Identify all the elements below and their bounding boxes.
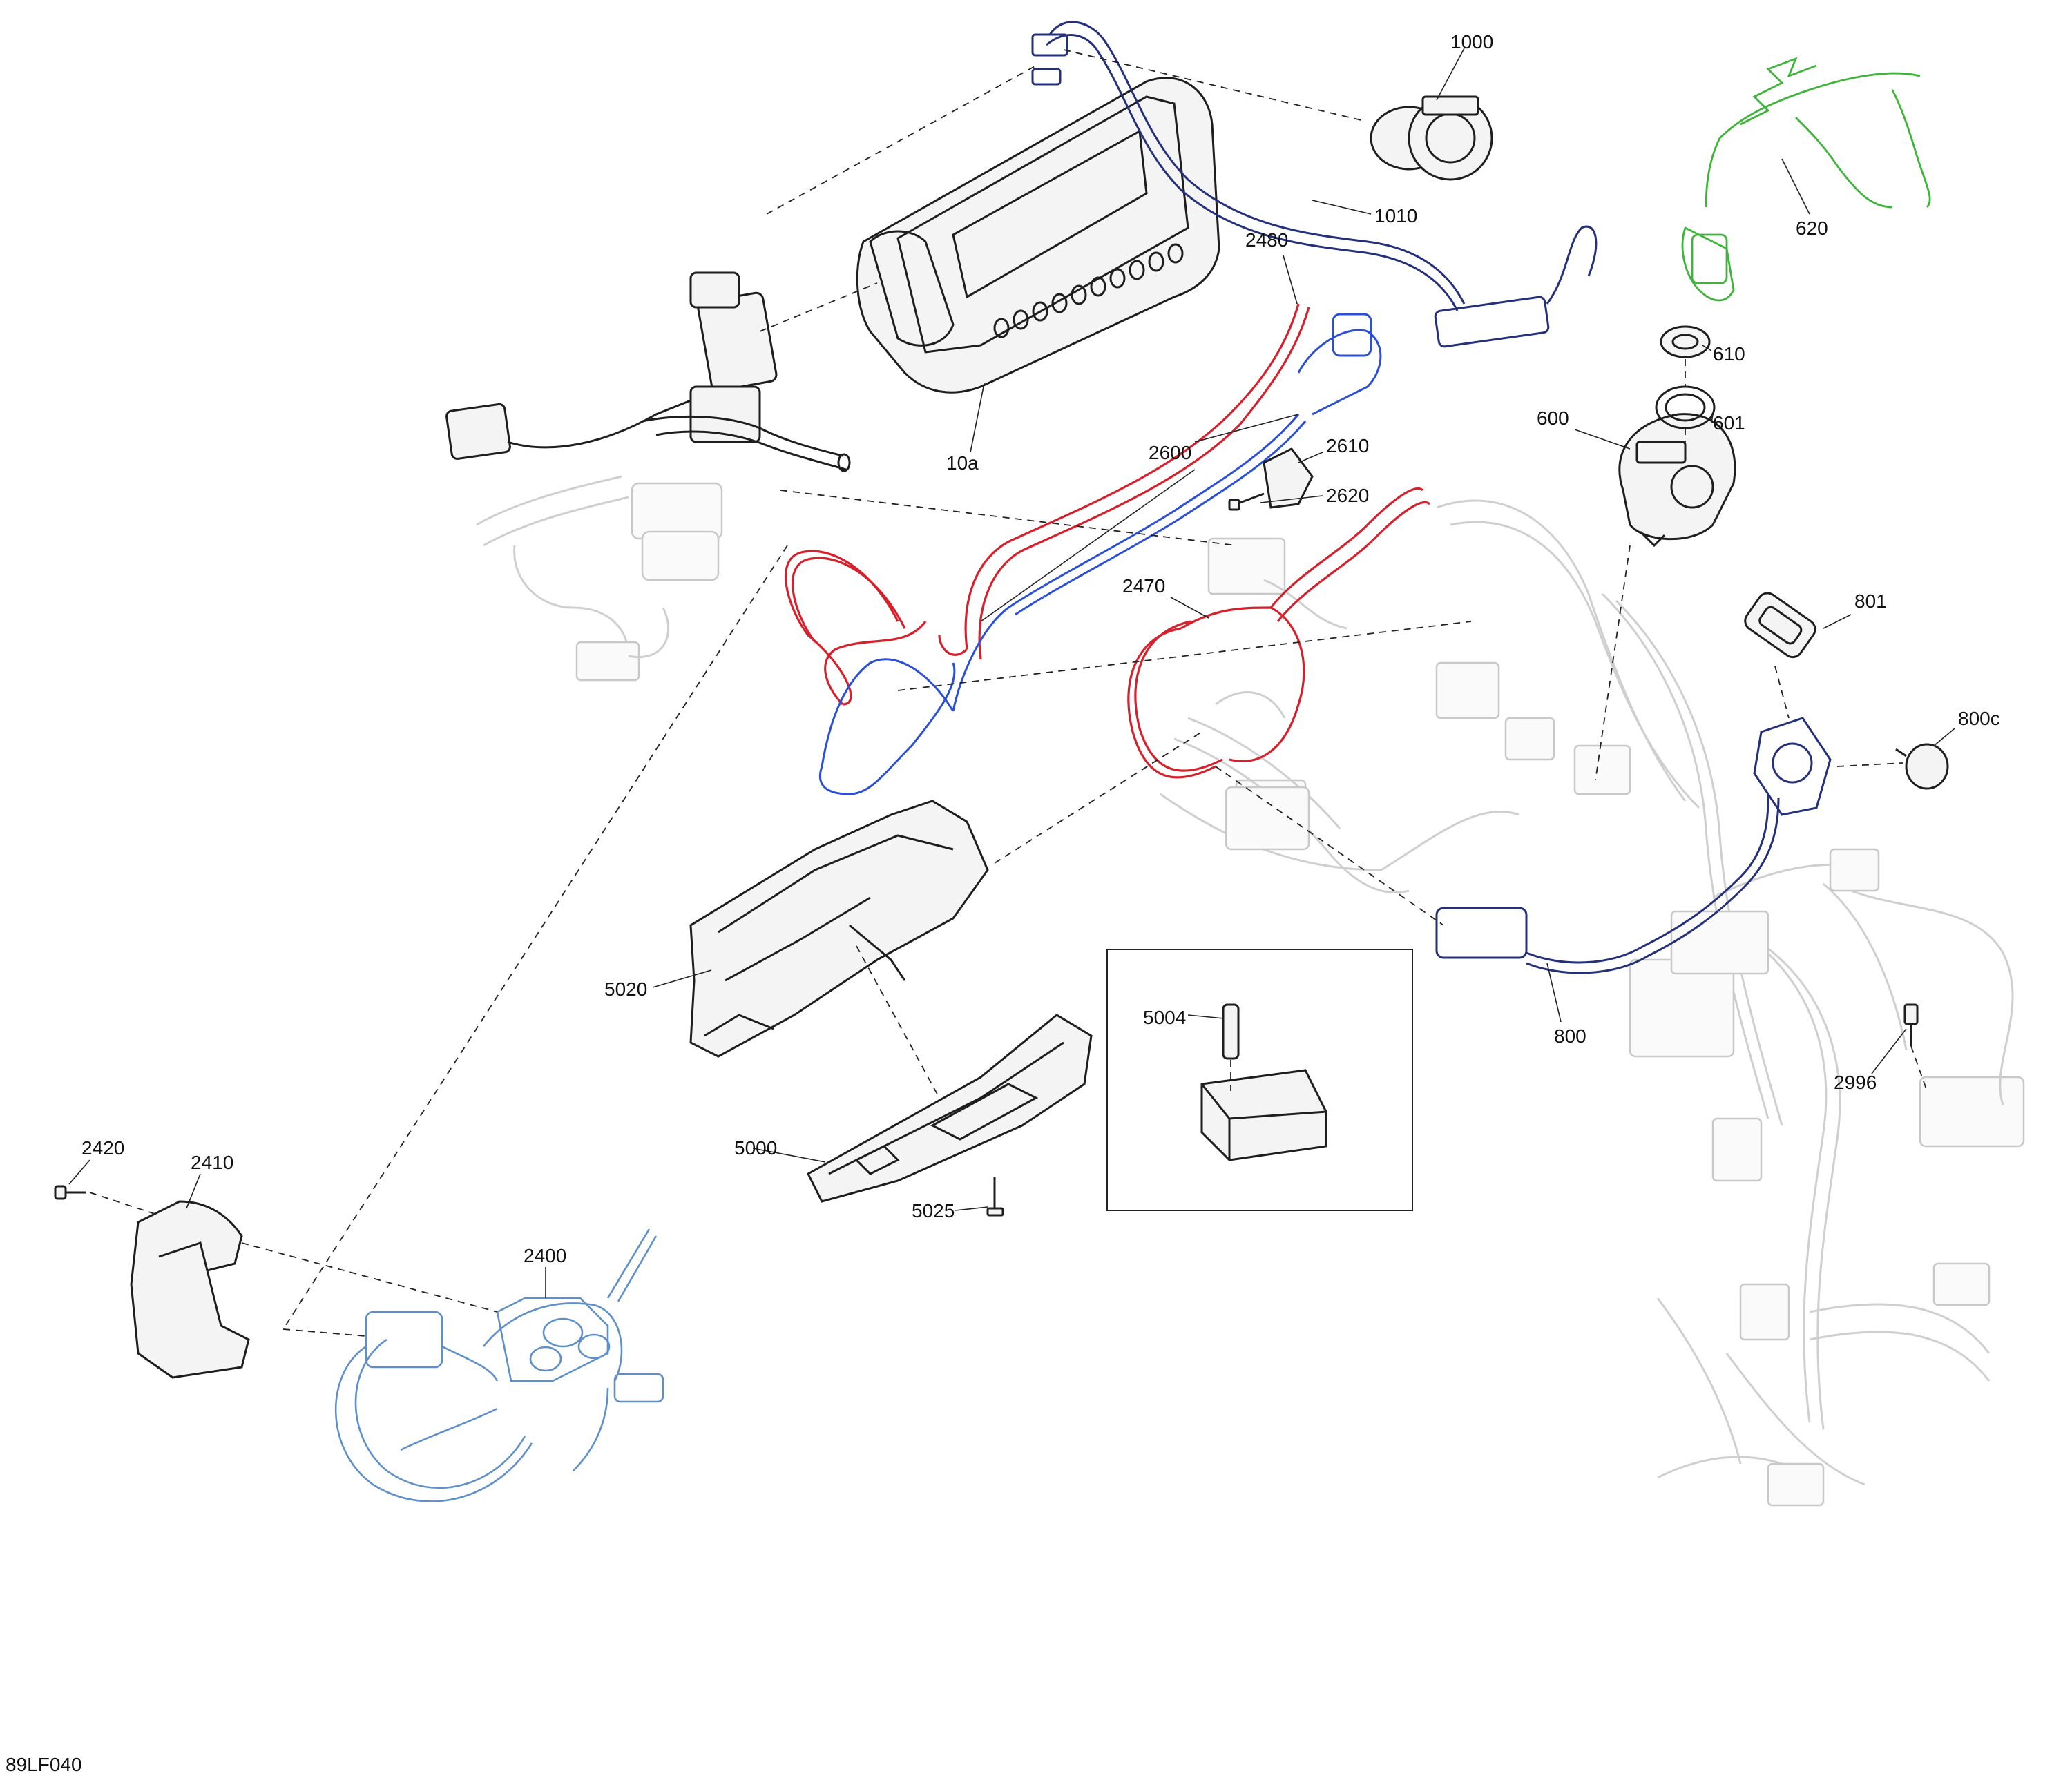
nut-610 bbox=[1660, 325, 1711, 358]
callout-610: 610 bbox=[1713, 343, 1745, 365]
bracket-2610 bbox=[1263, 447, 1314, 509]
cap-800c bbox=[1895, 743, 1949, 790]
callout-5004: 5004 bbox=[1143, 1007, 1186, 1028]
callout-2600: 2600 bbox=[1149, 442, 1191, 463]
dc-outlet bbox=[1370, 95, 1493, 181]
harness-connector-ghost bbox=[1173, 691, 1410, 893]
callout-800: 800 bbox=[1554, 1025, 1586, 1047]
screw-5025 bbox=[986, 1177, 1004, 1217]
callout-labels: 1000 1010 620 610 601 600 2480 10a 2600 … bbox=[81, 31, 2000, 1266]
callout-2996: 2996 bbox=[1834, 1072, 1877, 1093]
harness-2600 bbox=[818, 313, 1382, 795]
callout-2400: 2400 bbox=[524, 1245, 566, 1266]
panel-5000 bbox=[807, 1014, 1093, 1203]
callout-5020: 5020 bbox=[604, 978, 647, 1000]
handlebar-switch bbox=[334, 1228, 664, 1502]
key-switch bbox=[1618, 413, 1736, 548]
assembly-lines bbox=[89, 49, 1928, 1337]
switch-housing-2410 bbox=[130, 1200, 250, 1379]
callout-800c: 800c bbox=[1958, 708, 2000, 729]
callout-5025: 5025 bbox=[912, 1200, 955, 1221]
callout-2410: 2410 bbox=[191, 1152, 233, 1173]
callout-601: 601 bbox=[1713, 412, 1745, 434]
screw-2996 bbox=[1903, 1003, 1919, 1046]
inset-detail bbox=[1106, 949, 1413, 1211]
cover-5020 bbox=[689, 800, 989, 1058]
callout-10a: 10a bbox=[946, 452, 979, 474]
gasket-801 bbox=[1744, 592, 1816, 659]
harness-1010 bbox=[1031, 21, 1598, 348]
main-wiring-harness-ghost bbox=[1160, 499, 2025, 1507]
callout-2620: 2620 bbox=[1326, 485, 1369, 506]
screw-2420 bbox=[54, 1185, 86, 1200]
callout-1010: 1010 bbox=[1374, 205, 1417, 226]
callout-600: 600 bbox=[1537, 407, 1569, 429]
harness-2470 bbox=[1127, 487, 1431, 779]
callout-620: 620 bbox=[1796, 218, 1828, 239]
socket-800-housing bbox=[1753, 717, 1832, 816]
harness-800 bbox=[1435, 793, 1780, 974]
cluster-button-row bbox=[993, 243, 1184, 338]
callout-2470: 2470 bbox=[1122, 575, 1165, 597]
callout-801: 801 bbox=[1854, 590, 1887, 612]
instrument-cluster bbox=[856, 77, 1220, 394]
leader-lines bbox=[68, 48, 1955, 1298]
left-harness-ghost bbox=[476, 475, 723, 682]
callout-2610: 2610 bbox=[1326, 435, 1369, 456]
callout-1000: 1000 bbox=[1450, 31, 1493, 52]
safety-lanyard bbox=[1681, 57, 1931, 302]
callout-5000: 5000 bbox=[734, 1137, 777, 1159]
harness-2480 bbox=[785, 303, 1310, 706]
screw-2620 bbox=[1228, 492, 1265, 511]
callout-2480: 2480 bbox=[1245, 229, 1288, 251]
callout-2420: 2420 bbox=[81, 1137, 124, 1159]
cluster-connector-harness bbox=[445, 271, 851, 472]
diagram-code: 89LF040 bbox=[6, 1754, 82, 1775]
